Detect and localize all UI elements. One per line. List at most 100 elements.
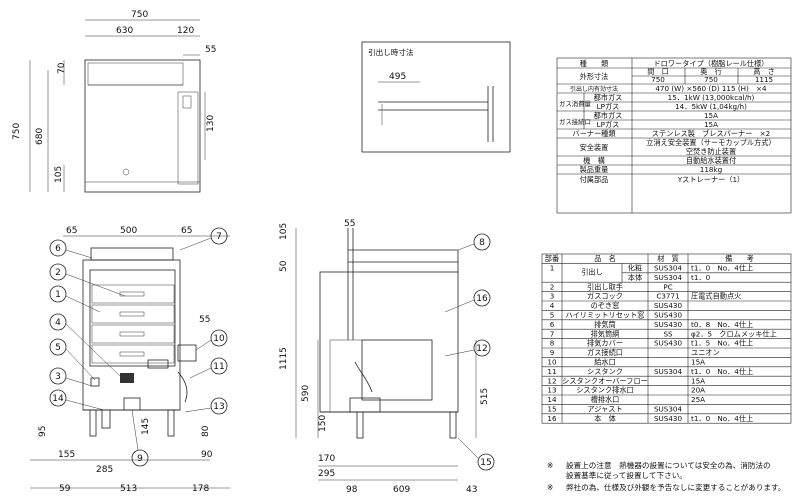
parts-row-4-material: SUS430: [654, 301, 683, 310]
parts-row-6-name: 排気筒: [594, 320, 616, 329]
top-dim-130: 130: [206, 115, 216, 132]
parts-row-3-name: ガスコック: [587, 292, 623, 301]
parts-row-12-no: 12: [547, 376, 556, 385]
spec-sub-depth: 奥 行: [700, 67, 722, 76]
front-dim-500: 500: [120, 226, 137, 236]
callout-2: 2: [55, 268, 61, 278]
spec-val-width: 750: [651, 75, 665, 84]
parts-row-14-name: 槽排水口: [591, 395, 620, 404]
side-dim-55: 55: [344, 219, 355, 229]
parts-row-0-material: SUS304: [654, 264, 683, 273]
callout-14: 14: [52, 394, 64, 404]
front-view: [30, 235, 230, 489]
parts-header-no: 部番: [545, 254, 559, 263]
side-view: [295, 228, 477, 481]
top-dim-55: 55: [205, 45, 216, 55]
callout-13: 13: [213, 402, 224, 412]
note-text-1b: 設置基準に従って設置して下さい。: [566, 470, 687, 480]
parts-row-8-no: 8: [550, 339, 555, 348]
front-dim-155: 155: [58, 450, 75, 460]
spec-val-height: 1115: [755, 75, 773, 84]
parts-header-mat: 材 質: [657, 254, 679, 263]
side-dim-50: 50: [279, 260, 289, 272]
spec-value-safety-1: 立消え安全装置（サーモカップル方式）: [646, 138, 775, 147]
spec-value-mechanism: 自動給水装置付: [686, 156, 736, 165]
spec-label-size: 外形寸法: [580, 72, 609, 81]
callout-15: 15: [480, 458, 491, 468]
parts-row-15-name: アジャスト: [587, 405, 622, 414]
parts-row-8-material: SUS430: [654, 339, 683, 348]
callout-1: 1: [55, 290, 61, 300]
parts-row-8-name: 排気カバー: [587, 339, 623, 348]
callout-11: 11: [213, 362, 224, 372]
parts-row-10-note: 15A: [691, 358, 705, 367]
parts-header-name: 品 名: [594, 254, 616, 263]
parts-row-11-no: 11: [547, 367, 556, 376]
side-dim-43: 43: [466, 485, 477, 495]
parts-row-10-no: 10: [547, 358, 557, 367]
parts-row-12-name: シスタンクオーバーフロー: [562, 376, 648, 385]
spec-value-accessory: Yストレーナー（1）: [677, 175, 744, 184]
parts-row-5-material: SUS430: [654, 311, 683, 320]
parts-row-9-name: ガス接続口: [587, 348, 623, 357]
parts-row-7-name: 排気筒網: [591, 329, 620, 338]
parts-row-11-material: SUS304: [654, 367, 683, 376]
spec-table: [556, 57, 792, 214]
front-dim-90: 90: [201, 450, 213, 460]
parts-row-3-no: 3: [550, 292, 555, 301]
parts-row-9-note: ユニオン: [691, 348, 720, 357]
note-mark-2: ※: [547, 483, 553, 492]
spec-group-gas-connection: ガス接続口: [559, 117, 591, 126]
callout-12: 12: [476, 344, 487, 354]
side-dim-609: 609: [393, 485, 410, 495]
front-dim-178: 178: [192, 484, 209, 494]
spec-value-city-gas: 15．1kW (13,000kcal/h): [668, 93, 755, 102]
spec-label-weight: 製品重量: [580, 165, 609, 174]
side-dim-295: 295: [318, 469, 335, 479]
front-dim-65-left: 65: [66, 226, 77, 236]
side-dim-1115: 1115: [279, 347, 289, 370]
callout-10: 10: [213, 334, 225, 344]
front-dim-80: 80: [201, 425, 211, 437]
parts-header-note: 備 考: [725, 254, 754, 263]
top-view: [29, 19, 206, 193]
parts-row-6-no: 6: [550, 320, 555, 329]
side-dim-150: 150: [318, 415, 328, 432]
parts-row-15-no: 15: [547, 405, 556, 414]
pullout-title: 引出し時寸法: [368, 47, 414, 57]
side-dim-98: 98: [346, 485, 358, 495]
top-dim-750: 750: [131, 10, 148, 20]
top-dim-120: 120: [177, 26, 194, 36]
parts-row-1-sub: 本体: [628, 273, 642, 282]
spec-value-city-gas-conn: 15A: [704, 111, 718, 120]
parts-row-5-name: ハイリミットリセット窓: [566, 311, 645, 320]
parts-row-6-note: t0．8 No．4仕上: [691, 320, 753, 329]
spec-value-lp-gas-conn: 15A: [704, 120, 718, 129]
parts-row-7-no: 7: [550, 329, 555, 338]
spec-label-type: 種 類: [580, 59, 610, 68]
spec-group-gas-consumption: ガス消費量: [559, 99, 592, 108]
callout-7: 7: [216, 232, 222, 242]
parts-row-12-note: 15A: [691, 376, 705, 385]
spec-label-city-gas: 都市ガス: [594, 93, 623, 102]
front-dim-65-right: 65: [181, 226, 192, 236]
callout-8: 8: [479, 238, 485, 248]
parts-row-14-note: 25A: [691, 395, 705, 404]
spec-label-lp-gas: LPガス: [597, 102, 620, 111]
front-dim-285: 285: [96, 465, 113, 475]
callout-9: 9: [137, 454, 143, 464]
parts-row-10-name: 給水口: [594, 358, 616, 367]
spec-value-safety-2: 空焚き防止装置: [686, 147, 736, 156]
spec-label-city-gas-conn: 都市ガス: [594, 111, 623, 120]
parts-row-0-no: 1: [550, 264, 555, 273]
parts-row-1-material: SUS304: [654, 273, 683, 282]
parts-row-0-name: 引出し: [581, 268, 603, 277]
top-dim-750-vert: 750: [12, 123, 22, 140]
parts-row-3-note: 圧電式自動点火: [691, 292, 741, 301]
spec-value-type: ドロワータイプ（樹脂レール仕様）: [653, 59, 768, 68]
parts-row-7-material: SS: [663, 329, 673, 338]
spec-value-burner: ステンレス製 ブレスバーナー ×2: [652, 129, 770, 138]
pullout-dim-495: 495: [389, 72, 406, 82]
front-dim-95: 95: [38, 426, 48, 437]
